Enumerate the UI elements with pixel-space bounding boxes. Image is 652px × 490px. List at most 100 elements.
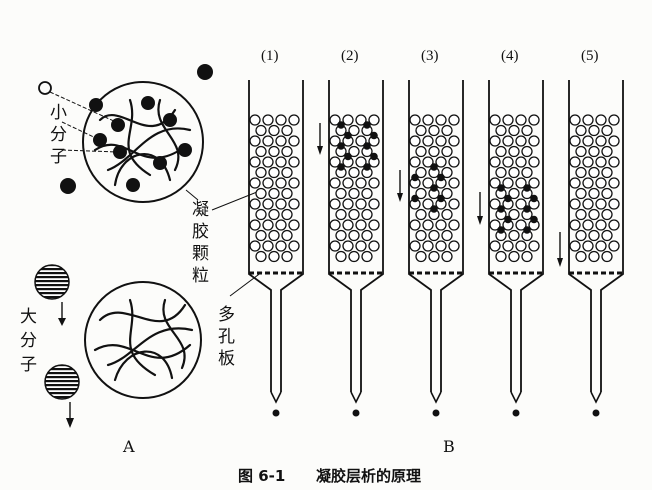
gel-particle xyxy=(601,124,613,137)
gel-particle xyxy=(409,114,421,126)
molecule xyxy=(530,215,538,224)
gel-particle xyxy=(428,229,440,242)
large-molecule-1-arrowhead xyxy=(58,318,66,326)
gel-particle xyxy=(329,156,341,168)
gel-particle xyxy=(428,250,440,263)
droplet xyxy=(512,409,520,417)
gel-particle xyxy=(288,114,300,126)
gel-particle xyxy=(255,187,267,200)
column-label: (2) xyxy=(341,48,359,64)
gel-particle xyxy=(435,135,447,147)
gel-particle xyxy=(268,166,280,179)
gel-particle xyxy=(281,229,293,242)
column-wall-left xyxy=(568,80,592,392)
small-molecule-pointer-1 xyxy=(49,91,117,123)
gel-particle xyxy=(515,219,527,231)
gel-particle xyxy=(435,240,447,252)
gel-particle xyxy=(448,114,460,126)
gel-particle xyxy=(281,250,293,263)
gel-particle xyxy=(348,166,360,179)
gel-particle xyxy=(249,156,261,168)
molecule xyxy=(337,121,345,129)
gel-particle xyxy=(502,135,514,147)
gel-particle xyxy=(575,208,587,221)
gel-particle xyxy=(595,177,607,189)
small-molecule-label-line1: 小 xyxy=(50,103,67,123)
gel-particle xyxy=(435,219,447,231)
gel-particle xyxy=(448,219,460,231)
column-wall-left xyxy=(248,80,272,392)
gel-particle xyxy=(441,124,453,137)
gel-particle xyxy=(588,166,600,179)
gel-particle xyxy=(595,219,607,231)
large-molecule-label-line2: 分 xyxy=(20,331,37,351)
gel-particle xyxy=(528,240,540,252)
gel-particle xyxy=(569,240,581,252)
porous-plate-label-line3: 板 xyxy=(218,349,235,369)
molecule xyxy=(337,142,345,150)
gel-particle xyxy=(255,229,267,242)
gel-particle xyxy=(262,219,274,231)
gel-particle xyxy=(528,156,540,168)
molecule xyxy=(337,163,345,171)
gel-particle xyxy=(348,145,360,158)
molecule xyxy=(504,194,512,203)
porous-plate-label-line1: 多 xyxy=(218,305,235,325)
droplet xyxy=(592,409,600,417)
gel-particle xyxy=(495,166,507,179)
gel-particle xyxy=(441,145,453,158)
gel-particle xyxy=(435,114,447,126)
gel-particle xyxy=(268,145,280,158)
gel-bead-upper xyxy=(82,81,204,203)
gel-particle xyxy=(502,177,514,189)
gel-particle xyxy=(355,219,367,231)
gel-particle xyxy=(281,187,293,200)
gel-particle xyxy=(515,240,527,252)
gel-particle-pointer-1 xyxy=(185,189,199,201)
gel-particle xyxy=(582,156,594,168)
flow-arrowhead xyxy=(557,258,563,267)
gel-particle xyxy=(489,156,501,168)
molecule xyxy=(411,173,419,182)
column-wall-right xyxy=(440,80,464,392)
gel-particle xyxy=(415,229,427,242)
column-1: (1) xyxy=(248,48,304,417)
gel-particle xyxy=(409,219,421,231)
gel-particle xyxy=(582,240,594,252)
molecule xyxy=(370,152,378,161)
gel-particle xyxy=(255,145,267,158)
gel-particle xyxy=(575,124,587,137)
gel-particle xyxy=(601,229,613,242)
gel-particle xyxy=(608,114,620,126)
gel-particle xyxy=(342,177,354,189)
gel-particle xyxy=(448,240,460,252)
gel-particle xyxy=(515,135,527,147)
gel-bead-lower xyxy=(84,281,202,399)
molecule xyxy=(497,184,505,192)
gel-particle xyxy=(575,229,587,242)
figure-number: 图 6-1 xyxy=(238,467,285,485)
column-wall-right xyxy=(520,80,544,392)
figure-title: 凝胶层析的原理 xyxy=(316,467,421,485)
gel-particle xyxy=(255,124,267,137)
gel-particle xyxy=(415,208,427,221)
gel-particle xyxy=(489,135,501,147)
large-molecule-label: 大 分 子 xyxy=(20,307,42,375)
gel-particle xyxy=(368,219,380,231)
gel-particle xyxy=(422,156,434,168)
gel-particle xyxy=(502,240,514,252)
gel-particle xyxy=(275,114,287,126)
panel-b-columns: (1)(2)(3)(4)(5) xyxy=(248,48,624,417)
molecule xyxy=(497,226,505,234)
gel-particle xyxy=(268,187,280,200)
large-molecule-label-line3: 子 xyxy=(20,355,37,375)
molecule xyxy=(523,184,531,192)
gel-particle-label: 凝 胶 颗 粒 xyxy=(192,200,214,286)
gel-particle xyxy=(448,135,460,147)
gel-particle xyxy=(275,156,287,168)
column-2: (2) xyxy=(317,48,384,417)
molecule xyxy=(344,152,352,161)
gel-particle xyxy=(288,240,300,252)
gel-particle xyxy=(595,156,607,168)
gel-particle xyxy=(588,229,600,242)
